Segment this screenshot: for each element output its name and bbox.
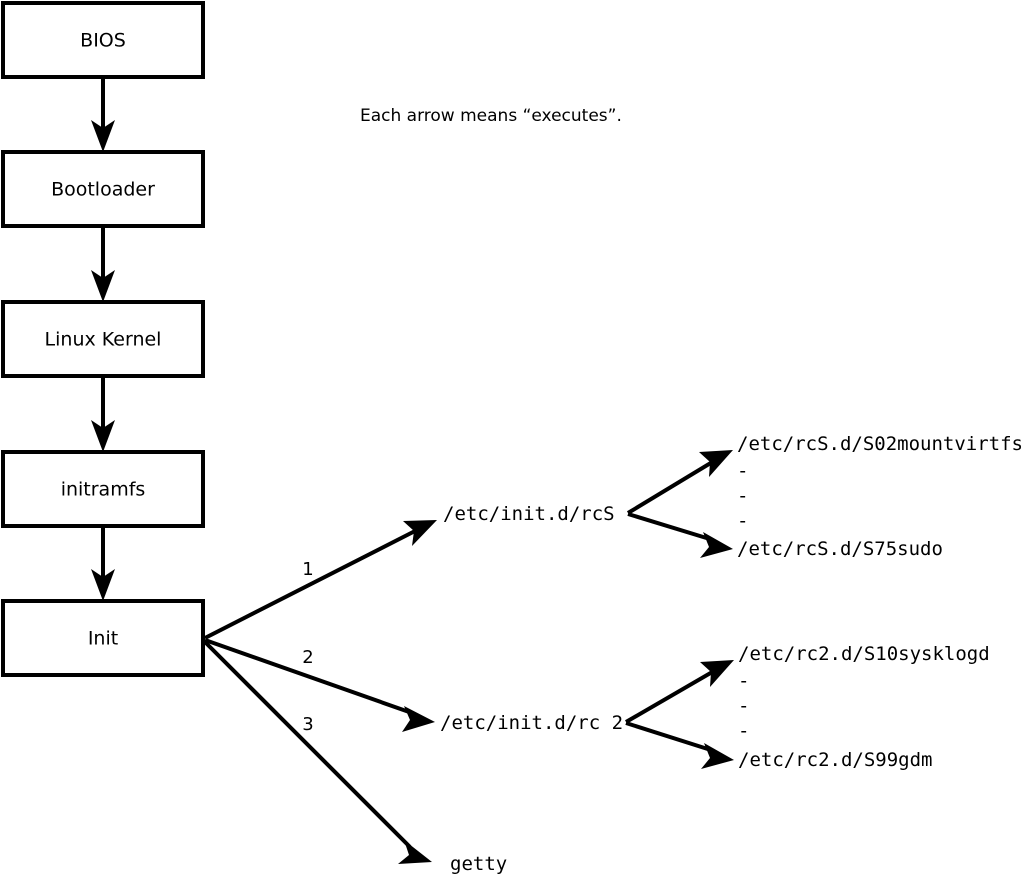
label-init-d-rcs: /etc/init.d/rcS <box>443 503 615 525</box>
arrow-init-to-rc2 <box>204 638 435 732</box>
node-linux-kernel: Linux Kernel <box>1 300 205 378</box>
legend-note: Each arrow means “executes”. <box>360 106 622 126</box>
arrow-rc2-to-last-script <box>625 721 734 769</box>
node-initramfs-rect <box>1 450 205 528</box>
node-init-label: Init <box>88 628 118 650</box>
edge-label-1: 1 <box>302 559 313 580</box>
node-bios-label: BIOS <box>80 30 126 52</box>
node-linux-kernel-label: Linux Kernel <box>45 329 162 351</box>
label-rcs-last-script: /etc/rcS.d/S75sudo <box>737 538 943 560</box>
rc2-ellipsis-dash-2: - <box>738 695 749 717</box>
rcs-ellipsis-dash-3: - <box>737 510 748 532</box>
arrow-rcs-to-last-script <box>627 512 733 558</box>
node-initramfs: initramfs <box>1 450 205 528</box>
arrow-rcs-to-first-script <box>626 450 733 515</box>
rcs-ellipsis-dash-1: - <box>737 460 748 482</box>
label-getty: getty <box>450 853 507 875</box>
node-init: Init <box>1 599 205 677</box>
rc2-ellipsis-dash-1: - <box>738 670 749 692</box>
node-bootloader: Bootloader <box>1 150 205 228</box>
arrow-rc2-to-first-script <box>624 660 734 724</box>
rc2-ellipsis-dash-3: - <box>738 720 749 742</box>
node-bios-rect <box>1 1 205 79</box>
edge-label-3: 3 <box>302 714 313 735</box>
label-rc2-first-script: /etc/rc2.d/S10sysklogd <box>738 643 990 665</box>
node-initramfs-label: initramfs <box>61 479 146 501</box>
node-bootloader-label: Bootloader <box>51 179 155 201</box>
arrow-init-to-getty <box>203 640 432 864</box>
node-bios: BIOS <box>1 1 205 79</box>
label-rc2-last-script: /etc/rc2.d/S99gdm <box>738 749 932 771</box>
arrow-kernel-to-initramfs <box>91 376 115 452</box>
arrow-init-to-rcs <box>204 520 437 640</box>
arrow-bootloader-to-kernel <box>91 226 115 302</box>
arrow-bios-to-bootloader <box>91 77 115 152</box>
arrow-initramfs-to-init <box>91 526 115 601</box>
label-init-d-rc2: /etc/init.d/rc 2 <box>440 712 623 734</box>
rcs-ellipsis-dash-2: - <box>737 485 748 507</box>
edge-label-2: 2 <box>302 647 313 668</box>
label-rcs-first-script: /etc/rcS.d/S02mountvirtfs <box>737 433 1023 455</box>
